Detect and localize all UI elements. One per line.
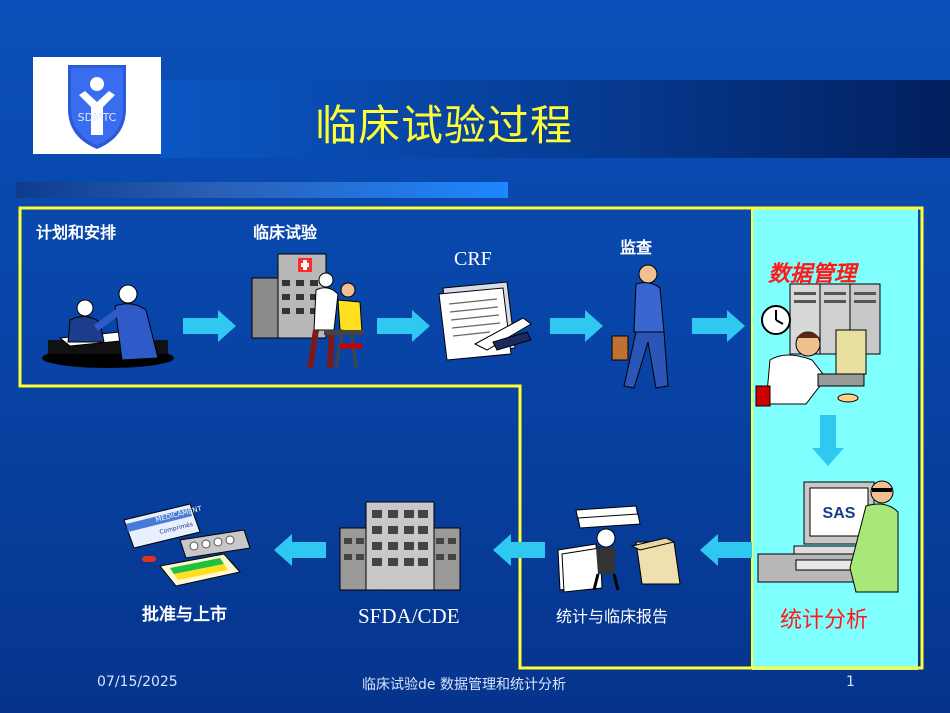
arrow-down-icon: [812, 415, 844, 466]
sas-workstation-icon: SAS: [757, 480, 899, 593]
sas-logo-text: SAS: [823, 505, 856, 522]
arrow-right-icon: [183, 310, 236, 342]
hospital-lab-icon: [251, 253, 364, 369]
arrow-left-icon: [700, 534, 752, 566]
report-papers-icon: [557, 505, 681, 593]
step-crf-label: CRF: [454, 248, 492, 270]
footer-page-number: 1: [846, 674, 855, 690]
step-monitor-label: 监查: [620, 238, 653, 257]
arrow-left-icon: [274, 534, 326, 566]
shield-logo-icon: SDMTC: [68, 65, 126, 149]
planning-people-icon: [42, 284, 174, 368]
arrow-left-icon: [493, 534, 545, 566]
page-title: 临床试验过程: [315, 101, 574, 150]
sfda-building-icon: [339, 501, 461, 591]
step-trial-label: 临床试验: [253, 223, 318, 242]
step-stats-label: 统计分析: [780, 608, 869, 633]
data-management-icon: [755, 283, 881, 407]
footer-date: 07/15/2025: [97, 674, 178, 690]
logo-text: SDMTC: [78, 111, 117, 124]
crf-document-icon: [438, 281, 532, 361]
medicine-package-icon: MEDICAMENT Comprimés: [123, 503, 251, 587]
logo: SDMTC: [33, 57, 161, 154]
arrow-right-icon: [692, 310, 745, 342]
step-plan-label: 计划和安排: [36, 223, 117, 242]
footer-title: 临床试验de 数据管理和统计分析: [362, 677, 566, 693]
step-sfda-label: SFDA/CDE: [358, 604, 460, 628]
arrow-right-icon: [550, 310, 603, 342]
monitor-walking-man-icon: [611, 264, 669, 389]
step-report-label: 统计与临床报告: [556, 607, 669, 626]
arrow-right-icon: [377, 310, 430, 342]
title-underline-bar: [16, 182, 508, 198]
step-approval-label: 批准与上市: [142, 605, 227, 625]
title-band: [160, 80, 950, 158]
step-data-mgmt-label: 数据管理: [768, 262, 857, 287]
